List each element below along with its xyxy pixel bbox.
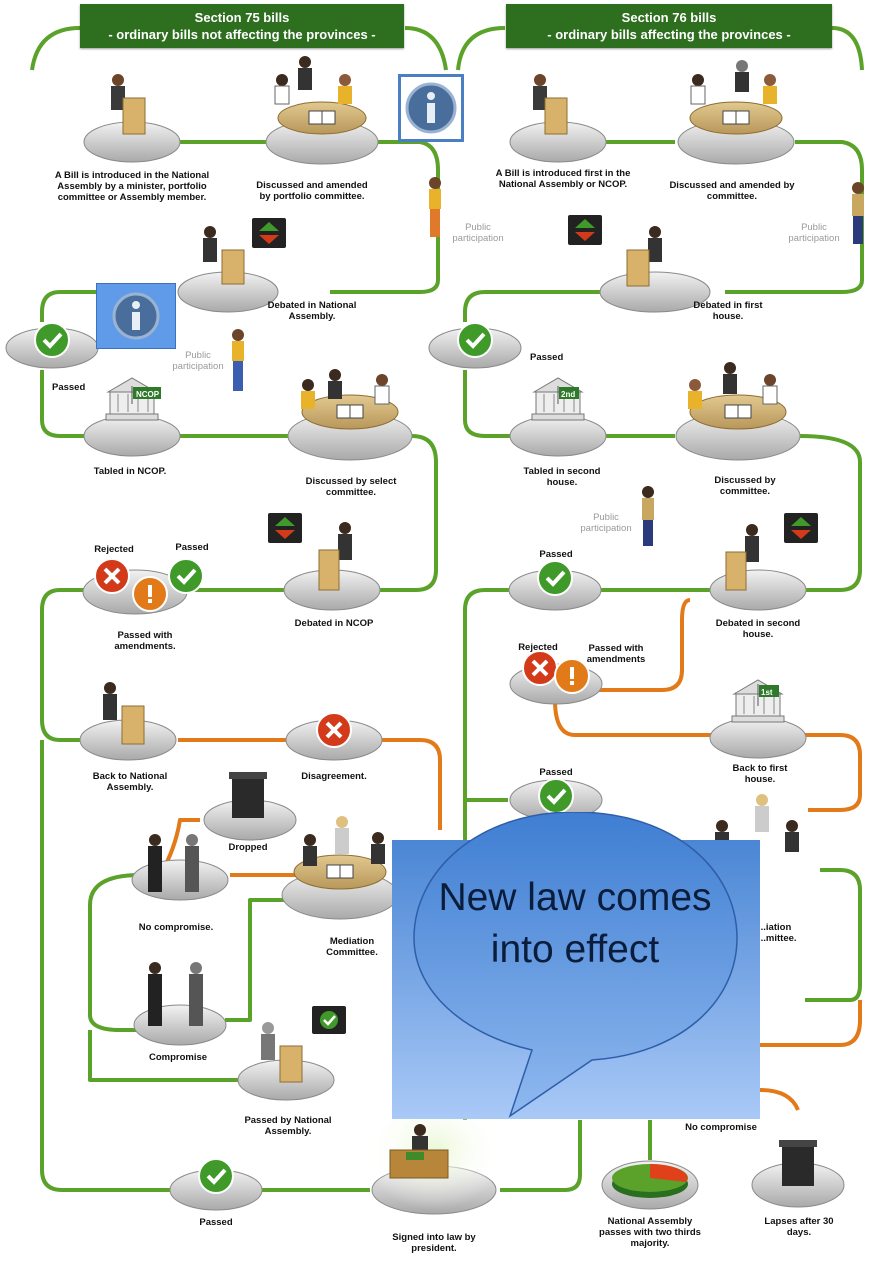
label-left-public2: Public participation (172, 350, 224, 372)
section-75-title: Section 75 bills (194, 10, 290, 25)
label-left-rejected: Rejected (94, 544, 134, 555)
info-button-left[interactable] (96, 283, 176, 349)
label-right-debated-first: Debated in first house. (693, 300, 763, 322)
label-left-passed-amend: Passed with amendments. (114, 630, 176, 652)
label-right-discussed: Discussed and amended by committee. (669, 180, 795, 202)
vote-board-icon (252, 218, 286, 248)
callout-text: New law comes into effect (438, 876, 712, 971)
label-left-disagreement: Disagreement. (301, 771, 367, 782)
bin-icon (779, 1140, 817, 1186)
label-right-passed3: Passed (539, 767, 573, 778)
label-right-back-first: Back to first house. (732, 763, 788, 785)
left-green-path (30, 26, 448, 1192)
flag-ncop-label: NCOP (136, 390, 160, 399)
section-76-header: Section 76 bills - ordinary bills affect… (506, 4, 832, 48)
people (103, 56, 864, 1179)
flag-2nd-label: 2nd (561, 390, 575, 399)
label-left-passed2: Passed (175, 542, 209, 553)
orange-paths (158, 598, 862, 1111)
speech-bubble-shape (413, 812, 738, 1118)
bin-icon (229, 772, 267, 818)
label-left-back-na: Back to National Assembly. (92, 771, 168, 793)
label-left-mediation: Mediation Committee. (326, 936, 378, 958)
label-right-na-two-thirds: National Assembly passes with two thirds… (599, 1216, 701, 1249)
flag-1st (757, 684, 779, 706)
info-button-top[interactable] (398, 74, 464, 142)
label-left-debated-ncop: Debated in NCOP (294, 618, 374, 629)
label-left-select: Discussed by select committee. (305, 476, 397, 498)
label-right-rejected: Rejected (518, 642, 558, 653)
label-left-no-compromise: No compromise. (138, 922, 214, 933)
label-left-signed: Signed into law by president. (392, 1232, 476, 1254)
label-right-public2: Public participation (580, 512, 632, 534)
label-right-no-compromise: No compromise (685, 1122, 757, 1133)
label-right-debated-second: Debated in second house. (715, 618, 801, 640)
label-left-compromise: Compromise (148, 1052, 208, 1063)
section-76-title: Section 76 bills (621, 10, 717, 25)
check-board-icon (312, 1006, 346, 1034)
section-76-subtitle: - ordinary bills affecting the provinces… (547, 27, 791, 42)
label-left-discussed: Discussed and amended by portfolio commi… (256, 180, 368, 202)
label-right-discussed2: Discussed by committee. (714, 475, 776, 497)
flag-ncop (131, 386, 161, 404)
platforms (5, 119, 845, 1215)
label-right-passed1: Passed (530, 352, 564, 363)
two-thirds-pie-icon (612, 1164, 688, 1198)
label-left-introduced: A Bill is introduced in the National Ass… (54, 170, 210, 203)
section-75-subtitle: - ordinary bills not affecting the provi… (108, 27, 376, 42)
label-left-passed3: Passed (199, 1217, 233, 1228)
label-left-public1: Public participation (452, 222, 504, 244)
flag-1st-label: 1st (761, 688, 773, 697)
label-left-passed1: Passed (52, 382, 86, 393)
label-left-debated-na: Debated in National Assembly. (267, 300, 357, 322)
label-left-passed-by-na: Passed by National Assembly. (244, 1115, 332, 1137)
label-left-dropped: Dropped (228, 842, 268, 853)
label-right-mediation-partial: ...iation ...mittee. (758, 922, 797, 944)
label-right-passed2: Passed (539, 549, 573, 560)
label-right-introduced: A Bill is introduced first in the Nation… (495, 168, 631, 190)
label-right-tabled: Tabled in second house. (523, 466, 601, 488)
badges (34, 322, 590, 1194)
section-75-header: Section 75 bills - ordinary bills not af… (80, 4, 404, 48)
label-right-public1: Public participation (788, 222, 840, 244)
label-right-lapses: Lapses after 30 days. (764, 1216, 834, 1238)
flag-2nd (557, 386, 579, 404)
vote-board-icon (568, 215, 602, 245)
info-icon (112, 292, 160, 340)
vote-board-icon (784, 513, 818, 543)
label-right-passed-amend: Passed with amendments (586, 643, 646, 665)
info-icon (405, 82, 457, 134)
vote-board-icon (268, 513, 302, 543)
label-left-tabled: Tabled in NCOP. (93, 466, 167, 477)
right-green-path (456, 26, 864, 1192)
